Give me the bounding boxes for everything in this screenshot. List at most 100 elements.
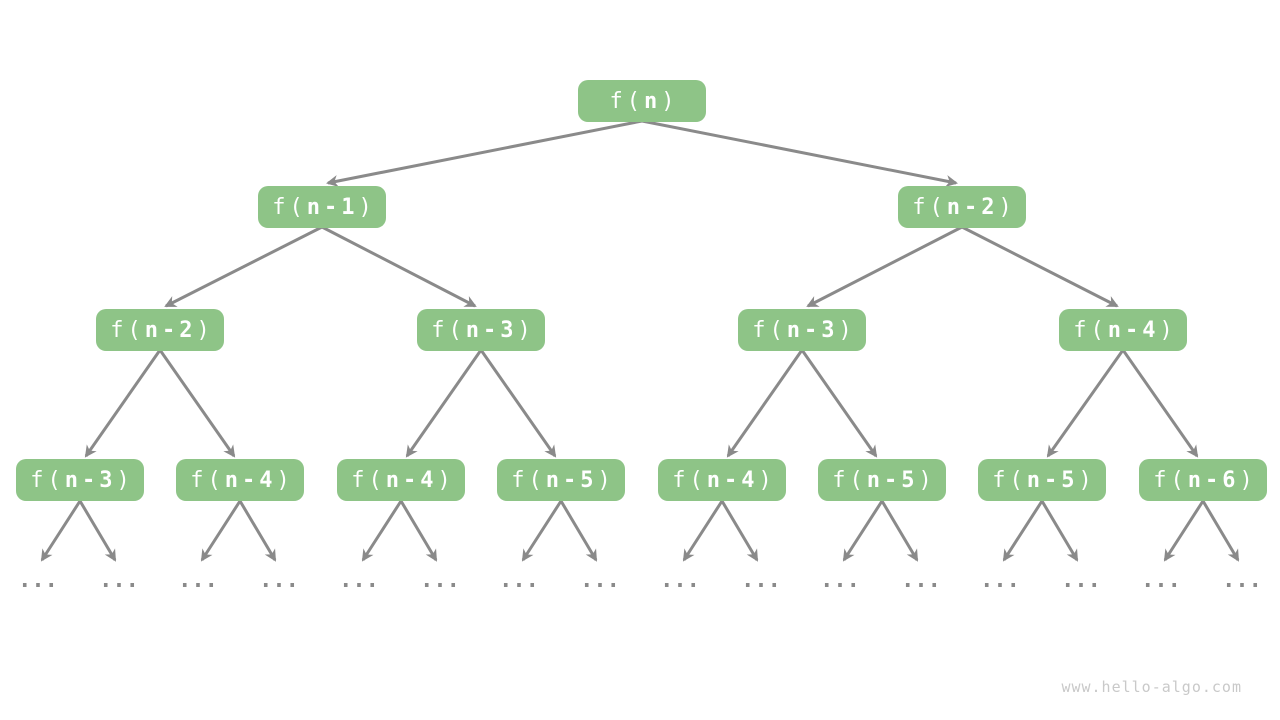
tree-edge-arrow [1002,500,1044,562]
tree-node-label-part: n-3 [786,317,839,343]
ellipsis-leaf: ... [1222,568,1262,593]
tree-node-n10: f(n-5) [497,459,625,501]
tree-edge-arrow [164,225,323,308]
tree-node-n9: f(n-4) [337,459,465,501]
tree-edge-arrow [559,500,598,562]
tree-edge-arrow [321,225,477,308]
tree-node-label-part: ) [276,467,294,493]
ellipsis-leaf: ... [980,568,1020,593]
tree-edge-arrow [521,500,563,562]
tree-node-label-part: n-4 [1107,317,1160,343]
tree-node-label-part: n-2 [144,317,197,343]
tree-node-label-part: f( [431,317,466,343]
tree-edge-arrow [326,119,643,187]
tree-node-label-part: ) [437,467,455,493]
tree-node-label: f(n-1) [272,195,376,220]
tree-node-label-part: ) [998,194,1016,220]
tree-node-label-part: n-4 [385,467,438,493]
edges-group [40,119,1240,562]
tree-node-label: f(n-5) [511,468,615,493]
tree-edge-arrow [158,349,236,458]
ellipsis-leaf: ... [99,568,139,593]
tree-node-label-part: n-6 [1187,467,1240,493]
ellipsis-leaf: ... [18,568,58,593]
tree-node-label-part: ) [597,467,615,493]
ellipsis-leaf: ... [1061,568,1101,593]
tree-node-label-part: ) [196,317,214,343]
tree-node-label: f(n-4) [1073,318,1177,343]
tree-node-n8: f(n-4) [176,459,304,501]
ellipsis-leaf: ... [741,568,781,593]
ellipsis-leaf: ... [660,568,700,593]
tree-node-label-part: ) [358,194,376,220]
ellipsis-leaf: ... [339,568,379,593]
tree-edge-arrow [1040,500,1079,562]
tree-node-n0: f(n) [578,80,706,122]
tree-node-label-part: n-4 [706,467,759,493]
tree-node-label: f(n-4) [190,468,294,493]
tree-edge-arrow [361,500,403,562]
tree-edge-arrow [961,225,1119,308]
tree-node-label-part: ) [1159,317,1177,343]
ellipsis-leaf: ... [901,568,941,593]
tree-node-label-part: ) [1078,467,1096,493]
tree-node-label-part: ) [661,88,679,114]
tree-edge-arrow [1163,500,1205,562]
ellipsis-group: ........................................… [18,568,1262,593]
tree-edge-arrow [726,349,804,458]
tree-edge-arrow [84,349,162,458]
tree-node-label-part: f( [672,467,707,493]
ellipsis-leaf: ... [178,568,218,593]
tree-node-label: f(n-5) [832,468,936,493]
tree-node-n5: f(n-3) [738,309,866,351]
tree-node-label: f(n-2) [912,195,1016,220]
tree-node-label-part: f( [190,467,225,493]
tree-edge-arrow [479,349,557,458]
tree-node-label: f(n) [610,89,679,114]
tree-node-label-part: f( [832,467,867,493]
tree-edge-arrow [880,500,919,562]
tree-node-label-part: f( [511,467,546,493]
tree-edge-arrow [806,225,963,308]
tree-node-label: f(n-3) [30,468,134,493]
ellipsis-leaf: ... [820,568,860,593]
tree-node-label-part: f( [272,194,307,220]
tree-node-label-part: n-5 [545,467,598,493]
tree-node-n3: f(n-2) [96,309,224,351]
tree-node-label-part: f( [30,467,65,493]
tree-node-label-part: n [644,88,662,114]
tree-node-n11: f(n-4) [658,459,786,501]
tree-node-label-part: ) [116,467,134,493]
tree-node-label-part: ) [838,317,856,343]
tree-edge-arrow [1201,500,1240,562]
ellipsis-leaf: ... [1141,568,1181,593]
tree-node-label-part: f( [992,467,1027,493]
tree-node-label-part: n-4 [224,467,277,493]
tree-node-label-part: f( [609,88,644,114]
tree-edge-arrow [720,500,759,562]
tree-node-label: f(n-5) [992,468,1096,493]
tree-node-n2: f(n-2) [898,186,1026,228]
tree-node-n1: f(n-1) [258,186,386,228]
tree-node-label: f(n-4) [351,468,455,493]
tree-node-label-part: f( [110,317,145,343]
tree-edge-arrow [842,500,884,562]
tree-edge-arrow [1046,349,1125,458]
tree-edge-arrow [238,500,277,562]
tree-node-n7: f(n-3) [16,459,144,501]
tree-node-n13: f(n-5) [978,459,1106,501]
tree-node-n6: f(n-4) [1059,309,1187,351]
tree-node-label-part: ) [758,467,776,493]
tree-node-label: f(n-4) [672,468,776,493]
tree-node-label-part: f( [1153,467,1188,493]
tree-edge-arrow [40,500,82,562]
tree-edge-arrow [399,500,438,562]
ellipsis-leaf: ... [499,568,539,593]
tree-node-label: f(n-6) [1153,468,1257,493]
tree-node-n12: f(n-5) [818,459,946,501]
tree-node-label: f(n-3) [431,318,535,343]
tree-node-label-part: n-3 [465,317,518,343]
tree-node-label-part: ) [918,467,936,493]
